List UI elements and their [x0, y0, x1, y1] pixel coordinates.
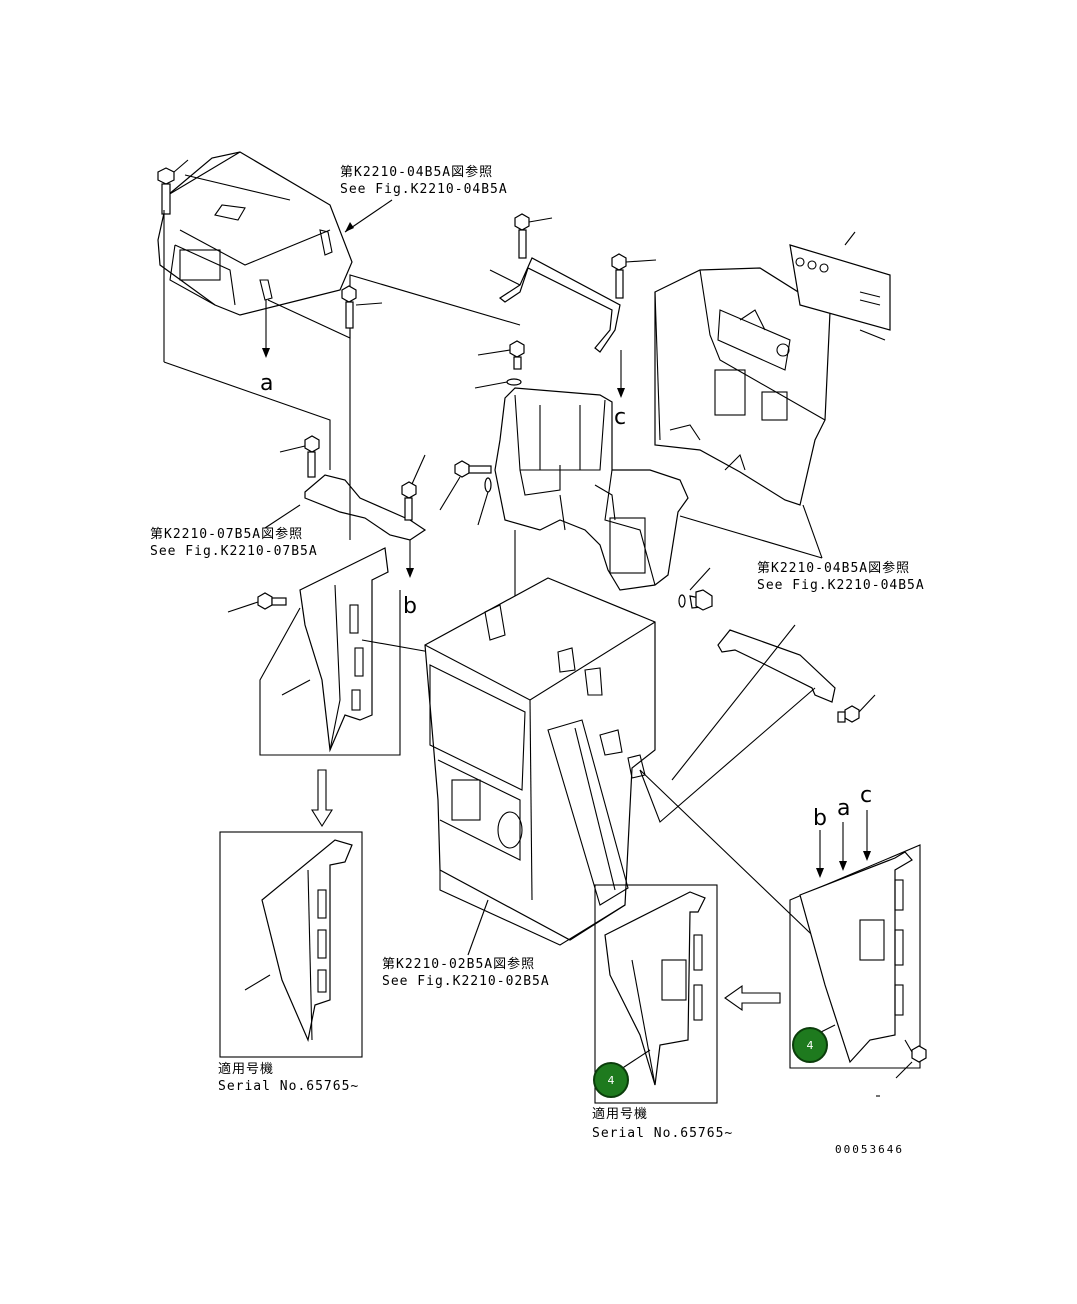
top-bracket-part	[489, 257, 621, 353]
svg-text:See Fig.K2210-04B5A: See Fig.K2210-04B5A	[757, 578, 925, 593]
svg-text:第K2210-04B5A図参照: 第K2210-04B5A図参照	[340, 164, 493, 180]
panel-plate-part	[789, 231, 891, 341]
arrow-c-right	[863, 810, 871, 861]
bolt-part	[611, 253, 657, 299]
washer-part	[474, 378, 522, 389]
bolt-part	[341, 285, 383, 329]
bolt-part	[157, 159, 189, 215]
bolt-part	[837, 694, 876, 723]
svg-text:4: 4	[608, 1074, 615, 1087]
top-cover-part	[157, 151, 353, 316]
reference-label-left-bracket: 第K2210-07B5A図参照 See Fig.K2210-07B5A	[150, 526, 318, 559]
reference-label-top-cover: 第K2210-04B5A図参照 See Fig.K2210-04B5A	[340, 164, 508, 197]
bolt-part	[477, 340, 525, 370]
bolt-part	[678, 567, 713, 611]
variant-box-right	[789, 844, 921, 1069]
svg-text:4: 4	[807, 1039, 814, 1052]
bolt-part	[895, 1039, 927, 1079]
arrow-b-right	[816, 830, 824, 878]
svg-text:See Fig.K2210-04B5A: See Fig.K2210-04B5A	[340, 182, 508, 197]
variant-box-middle: 適用号機 Serial No.65765~	[592, 884, 733, 1141]
variant-left-serial: Serial No.65765~	[218, 1079, 359, 1094]
arrow-letter-c: c	[614, 405, 626, 430]
duct-unit-part	[494, 387, 689, 591]
reference-label-right-panel: 第K2210-04B5A図参照 See Fig.K2210-04B5A	[757, 560, 925, 593]
svg-text:第K2210-02B5A図参照: 第K2210-02B5A図参照	[382, 956, 535, 972]
svg-text:第K2210-04B5A図参照: 第K2210-04B5A図参照	[757, 560, 910, 576]
right-panel-part	[654, 267, 831, 506]
reference-label-base-frame: 第K2210-02B5A図参照 See Fig.K2210-02B5A	[382, 956, 550, 989]
bolt-part	[439, 460, 492, 511]
variant-box-left: 適用号機 Serial No.65765~	[218, 831, 363, 1094]
variant-middle-serial: Serial No.65765~	[592, 1126, 733, 1141]
arrow-letter-c-right: c	[860, 783, 872, 808]
bolt-part	[514, 213, 553, 259]
bolt-part	[279, 435, 320, 478]
left-side-panel-part	[299, 547, 389, 753]
main-frame-part	[424, 577, 656, 946]
washer-part	[477, 477, 492, 526]
small-bracket-part	[717, 629, 836, 703]
drawing-code: 00053646	[835, 1143, 904, 1156]
svg-text:See Fig.K2210-07B5A: See Fig.K2210-07B5A	[150, 544, 318, 559]
arrow-letter-b-right: b	[813, 806, 827, 831]
arrow-letter-b: b	[403, 594, 417, 619]
svg-text:See Fig.K2210-02B5A: See Fig.K2210-02B5A	[382, 974, 550, 989]
callout-4-middle[interactable]: 4	[593, 1062, 629, 1098]
variant-middle-jp: 適用号機	[592, 1106, 648, 1122]
callout-4-right[interactable]: 4	[792, 1027, 828, 1063]
arrow-a-right	[839, 822, 847, 871]
variant-left-jp: 適用号機	[218, 1061, 274, 1077]
arrow-letter-a-right: a	[837, 796, 850, 821]
bolt-part	[401, 454, 426, 521]
bolt-part	[227, 592, 287, 613]
svg-text:第K2210-07B5A図参照: 第K2210-07B5A図参照	[150, 526, 303, 542]
arrow-letter-a: a	[260, 371, 273, 396]
left-bracket-part	[304, 474, 427, 541]
